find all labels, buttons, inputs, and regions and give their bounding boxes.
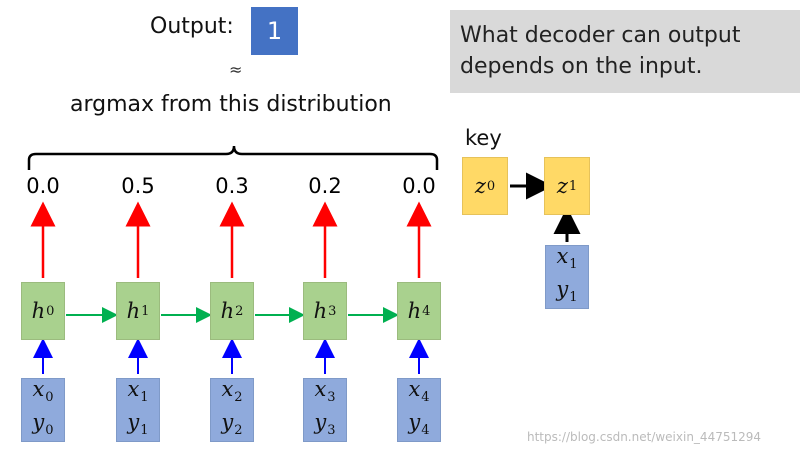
note-line-1: What decoder can output <box>460 23 741 48</box>
prob-4: 0.0 <box>402 174 436 198</box>
input-0: x0 y0 <box>21 377 65 442</box>
input-1: x1 y1 <box>116 377 160 442</box>
argmax-caption: argmax from this distribution <box>70 92 392 117</box>
output-value-box: 1 <box>251 7 298 55</box>
key-label: key <box>465 126 502 150</box>
input-4: x4 y4 <box>397 377 441 442</box>
prob-2: 0.3 <box>215 174 249 198</box>
distribution-brace <box>27 145 439 170</box>
decoder-input: x1 y1 <box>545 244 589 309</box>
approx-symbol: ≈ <box>229 60 243 79</box>
prob-3: 0.2 <box>308 174 342 198</box>
output-label: Output: <box>150 14 234 39</box>
note-box: What decoder can output depends on the i… <box>450 10 800 93</box>
watermark: https://blog.csdn.net/weixin_44751294 <box>527 430 762 444</box>
prob-0: 0.0 <box>26 174 60 198</box>
input-3: x3 y3 <box>303 377 347 442</box>
prob-1: 0.5 <box>121 174 155 198</box>
input-2: x2 y2 <box>210 377 254 442</box>
note-line-2: depends on the input. <box>460 54 703 79</box>
